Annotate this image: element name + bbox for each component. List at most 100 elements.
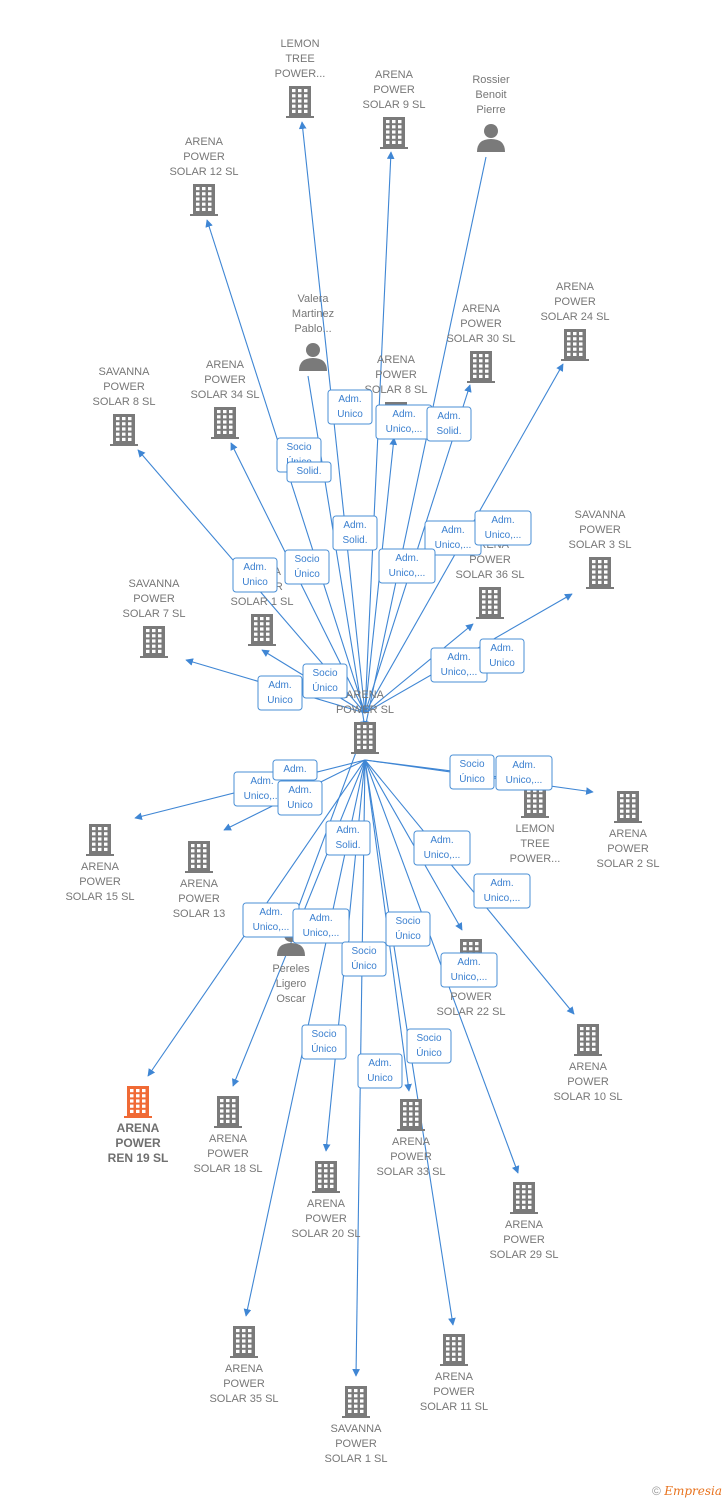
edge-label-text: Adm.	[437, 411, 460, 422]
building-icon	[467, 351, 495, 383]
edge-label-text: Unico,...	[484, 893, 521, 904]
edge-label-box[interactable]: Adm.Unico	[277, 780, 323, 816]
node-label-line: ARENA	[185, 136, 224, 148]
edge-label-text: Socio	[459, 759, 484, 770]
edge-label-box[interactable]: Solid.	[286, 461, 332, 483]
node-label-line: Pierre	[476, 104, 505, 116]
edge-vmp-c	[307, 375, 368, 729]
edge-label-box[interactable]: Adm.Unico,...	[375, 404, 433, 440]
building-icon	[440, 1334, 468, 1366]
building-icon	[510, 1182, 538, 1214]
edge-label-text: Unico	[267, 695, 293, 706]
node-label-line: SOLAR 8 SL	[365, 384, 428, 396]
node-label-line: POWER	[450, 991, 492, 1003]
edge-label-text: Socio	[286, 442, 311, 453]
edge-label-box[interactable]: Adm.Unico,...	[292, 908, 350, 944]
edge-label-box[interactable]: Adm.Solid.	[426, 406, 472, 442]
node-label-line: SOLAR 7 SL	[123, 608, 186, 620]
node-vmp[interactable]: ValeraMartinezPablo...	[292, 293, 334, 371]
node-label-line: SOLAR 10 SL	[553, 1091, 622, 1103]
node-label-line: ARENA	[209, 1133, 248, 1145]
edge-label-box[interactable]: Adm.Unico	[232, 557, 278, 593]
node-label-line: POWER	[204, 374, 246, 386]
edge-label-box[interactable]: Adm.Unico,...	[474, 510, 532, 546]
node-label-line: SOLAR 35 SL	[209, 1393, 278, 1405]
node-label-line: Benoit	[475, 89, 506, 101]
edge-label-box[interactable]: Adm.Unico,...	[440, 952, 498, 988]
node-label-line: POWER...	[510, 853, 561, 865]
edge-label-box[interactable]: Adm.Unico,...	[495, 755, 553, 791]
node-label-line: ARENA	[462, 303, 501, 315]
empresia-logo[interactable]: Empresia	[664, 1484, 722, 1498]
edge-label-box[interactable]: Adm.Unico,...	[413, 830, 471, 866]
node-label-line: Pereles	[272, 963, 310, 975]
edge-label-box[interactable]: Adm.Unico,...	[473, 873, 531, 909]
edge-label-box[interactable]: Adm.	[272, 759, 318, 781]
edge-label-text: Adm.	[259, 907, 282, 918]
edge-label-box[interactable]: Adm.Unico,...	[242, 902, 300, 938]
edge-label-box[interactable]: Adm.Unico	[257, 675, 303, 711]
node-label-line: POWER	[375, 369, 417, 381]
edge-label-box[interactable]: Adm.Unico	[479, 638, 525, 674]
node-label-line: SOLAR 3 SL	[569, 539, 632, 551]
edge-label-text: Unico	[337, 409, 363, 420]
edge-label-text: Unico,...	[424, 850, 461, 861]
edge-label-text: Único	[351, 959, 377, 972]
edge-label-text: Adm.	[491, 515, 514, 526]
edge-label-text: Adm.	[512, 760, 535, 771]
edge-label-text: Socio	[312, 668, 337, 679]
edge-label-text: Unico	[287, 800, 313, 811]
node-label-line: ARENA	[377, 354, 416, 366]
building-icon	[248, 614, 276, 646]
edge-label-box[interactable]: Adm.Unico,...	[378, 548, 436, 584]
person-icon	[477, 124, 505, 152]
building-icon	[86, 824, 114, 856]
edge-label-box[interactable]: Adm.Solid.	[332, 515, 378, 551]
node-label-line: ARENA	[346, 689, 385, 701]
node-label-line: POWER	[178, 893, 220, 905]
building-icon	[476, 587, 504, 619]
node-ltp1[interactable]: LEMONTREEPOWER...	[275, 38, 326, 118]
node-label-line: SOLAR 34 SL	[190, 389, 259, 401]
edge-label-box[interactable]: Adm.Unico	[327, 389, 373, 425]
edge-label-box[interactable]: Adm.Solid.	[325, 820, 371, 856]
node-ltp2[interactable]: LEMONTREEPOWER...	[510, 786, 561, 865]
building-icon	[351, 722, 379, 754]
edge-label-text: Único	[311, 1042, 337, 1055]
node-label-line: SAVANNA	[575, 509, 627, 521]
node-label-line: SOLAR 8 SL	[93, 396, 156, 408]
edge-label-box[interactable]: Adm.Unico,...	[430, 647, 488, 683]
edge-label-box[interactable]: Adm.Unico	[357, 1053, 403, 1089]
node-label-line: SOLAR 9 SL	[363, 99, 426, 111]
